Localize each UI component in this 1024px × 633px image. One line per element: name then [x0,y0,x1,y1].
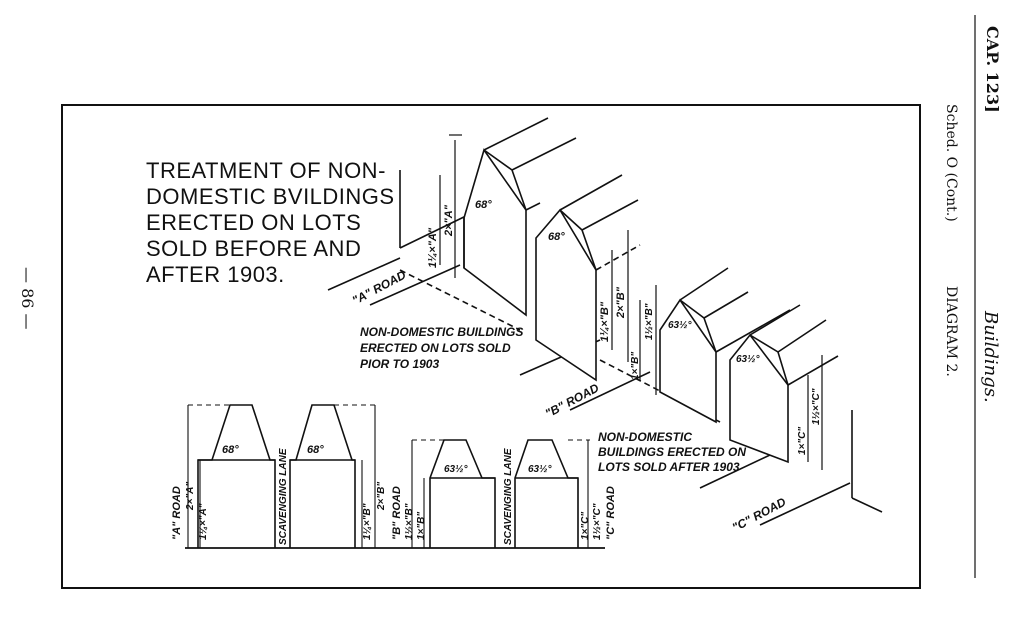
elev-dim-a-double: 2×"A" [185,482,196,511]
building-a1 [463,117,577,317]
elevation-dimension-lines [187,405,589,548]
angle-label-a2: 68° [548,231,565,243]
elev-angle-a1: 68° [222,444,239,456]
note-line: LOTS SOLD AFTER 1903 [598,460,740,474]
elev-road-b: "B" ROAD [391,486,403,540]
dim-label-c-half: 1½×"C" [811,388,822,425]
note-line: PIOR TO 1903 [360,357,439,371]
angle-label-c2: 63½° [736,354,760,365]
note-line: ERECTED ON LOTS SOLD [360,341,511,355]
dim-label-b-full: 1¼×"B" [599,301,611,342]
building-c1 [659,267,791,424]
elev-dim-b-one: 1×"B" [416,512,427,540]
elevation-height-refs [188,404,590,441]
elev-dim-b-double: 2×"B" [376,482,387,511]
note-line: BUILDINGS ERECTED ON [598,445,746,459]
note-line: NON-DOMESTIC BUILDINGS [360,325,523,339]
road-label-b: "B" ROAD [543,381,602,421]
title-line: DOMESTIC BVILDINGS [146,184,395,209]
elev-angle-a2: 68° [307,444,324,456]
elevation-building-c2 [514,439,579,548]
dim-label-b-one: 1×"B" [630,352,641,380]
note-before-1903: NON-DOMESTIC BUILDINGS ERECTED ON LOTS S… [360,325,527,371]
elev-dim-a-full: 1¼×"A" [198,503,209,540]
dim-label-b-half: 1½×"B" [644,303,655,340]
dim-label-c-one: 1×"C" [797,427,808,455]
note-after-1903: NON-DOMESTIC BUILDINGS ERECTED ON LOTS S… [598,430,749,474]
title-line: SOLD BEFORE AND [146,236,362,261]
elevation-building-a2 [289,404,356,548]
elev-dim-b-full: 1¼×"B" [362,503,373,540]
diagram-frame [61,104,921,589]
dim-label-b-double: 2×"B" [615,286,627,319]
iso-dimension-lines [439,134,823,470]
building-c2 [729,304,839,464]
elev-dim-b-half: 1½×"B" [404,503,415,540]
dim-label-a-double: 2×"A" [443,204,455,237]
elev-scavenging-lane-2: SCAVENGING LANE [503,448,514,545]
elev-angle-c2: 63½° [528,464,552,475]
dim-label-a-full: 1¼×"A" [427,227,439,268]
elevation-building-c1 [429,439,496,548]
title-line: ERECTED ON LOTS [146,210,362,235]
diagram-title: TREATMENT OF NON- DOMESTIC BVILDINGS ERE… [146,158,396,288]
title-line: TREATMENT OF NON- [146,158,386,183]
elev-road-a: "A" ROAD [171,486,183,540]
road-label-c: "C" ROAD [730,495,789,535]
note-line: NON-DOMESTIC [598,430,692,444]
elev-road-c: "C" ROAD [605,486,617,540]
angle-label-c1: 63½° [668,320,692,331]
elev-dim-c-one: 1×"C" [580,512,591,540]
elev-scavenging-lane-1: SCAVENGING LANE [278,448,289,545]
elev-dim-c-half: 1½×"C" [592,503,603,540]
elevation-building-a1 [197,404,276,548]
elev-angle-c1: 63½° [444,464,468,475]
building-a2 [535,174,641,382]
angle-label-a1: 68° [475,199,492,211]
title-line: AFTER 1903. [146,262,285,287]
